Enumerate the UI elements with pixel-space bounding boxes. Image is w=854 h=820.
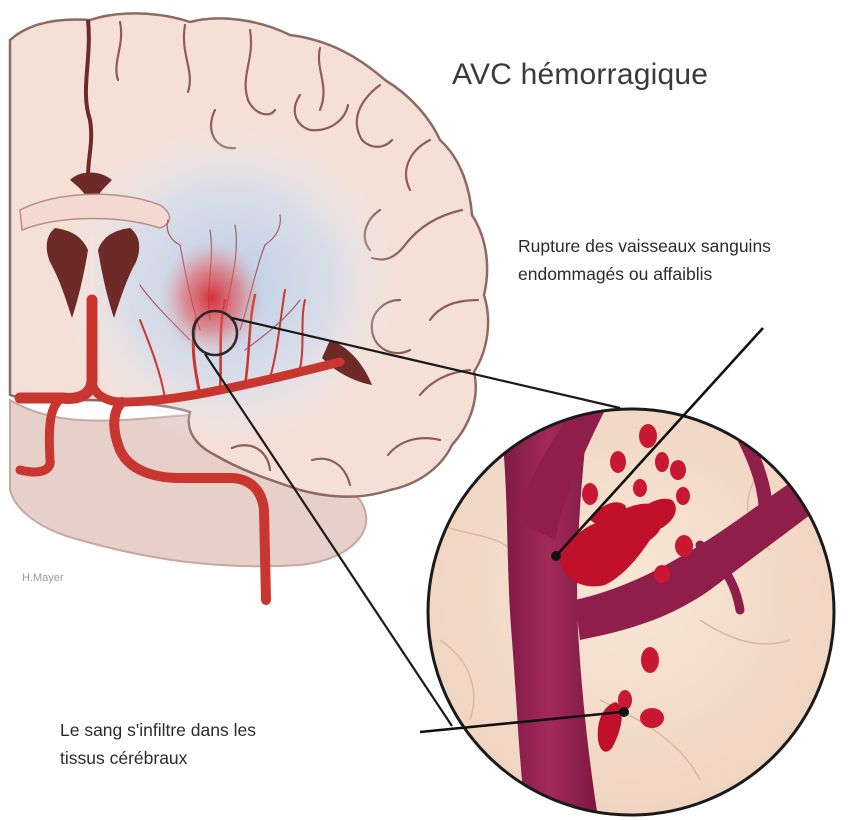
magnified-inset	[428, 400, 834, 820]
infiltration-callout-line2: tissus cérébraux	[60, 744, 256, 772]
rupture-pointer-dot	[551, 551, 561, 561]
artist-credit: H.Mayer	[22, 572, 64, 584]
brain-section	[10, 13, 488, 600]
hemorrhage-spot	[160, 240, 264, 356]
rupture-callout-line1: Rupture des vaisseaux sanguins	[518, 232, 771, 260]
infiltration-callout: Le sang s'infiltre dans les tissus céréb…	[60, 716, 256, 772]
diagram-title: AVC hémorragique	[452, 58, 708, 92]
infiltration-callout-line1: Le sang s'infiltre dans les	[60, 716, 256, 744]
rupture-callout: Rupture des vaisseaux sanguins endommagé…	[518, 232, 771, 288]
infiltration-pointer-dot	[619, 707, 629, 717]
rupture-callout-line2: endommagés ou affaiblis	[518, 260, 771, 288]
